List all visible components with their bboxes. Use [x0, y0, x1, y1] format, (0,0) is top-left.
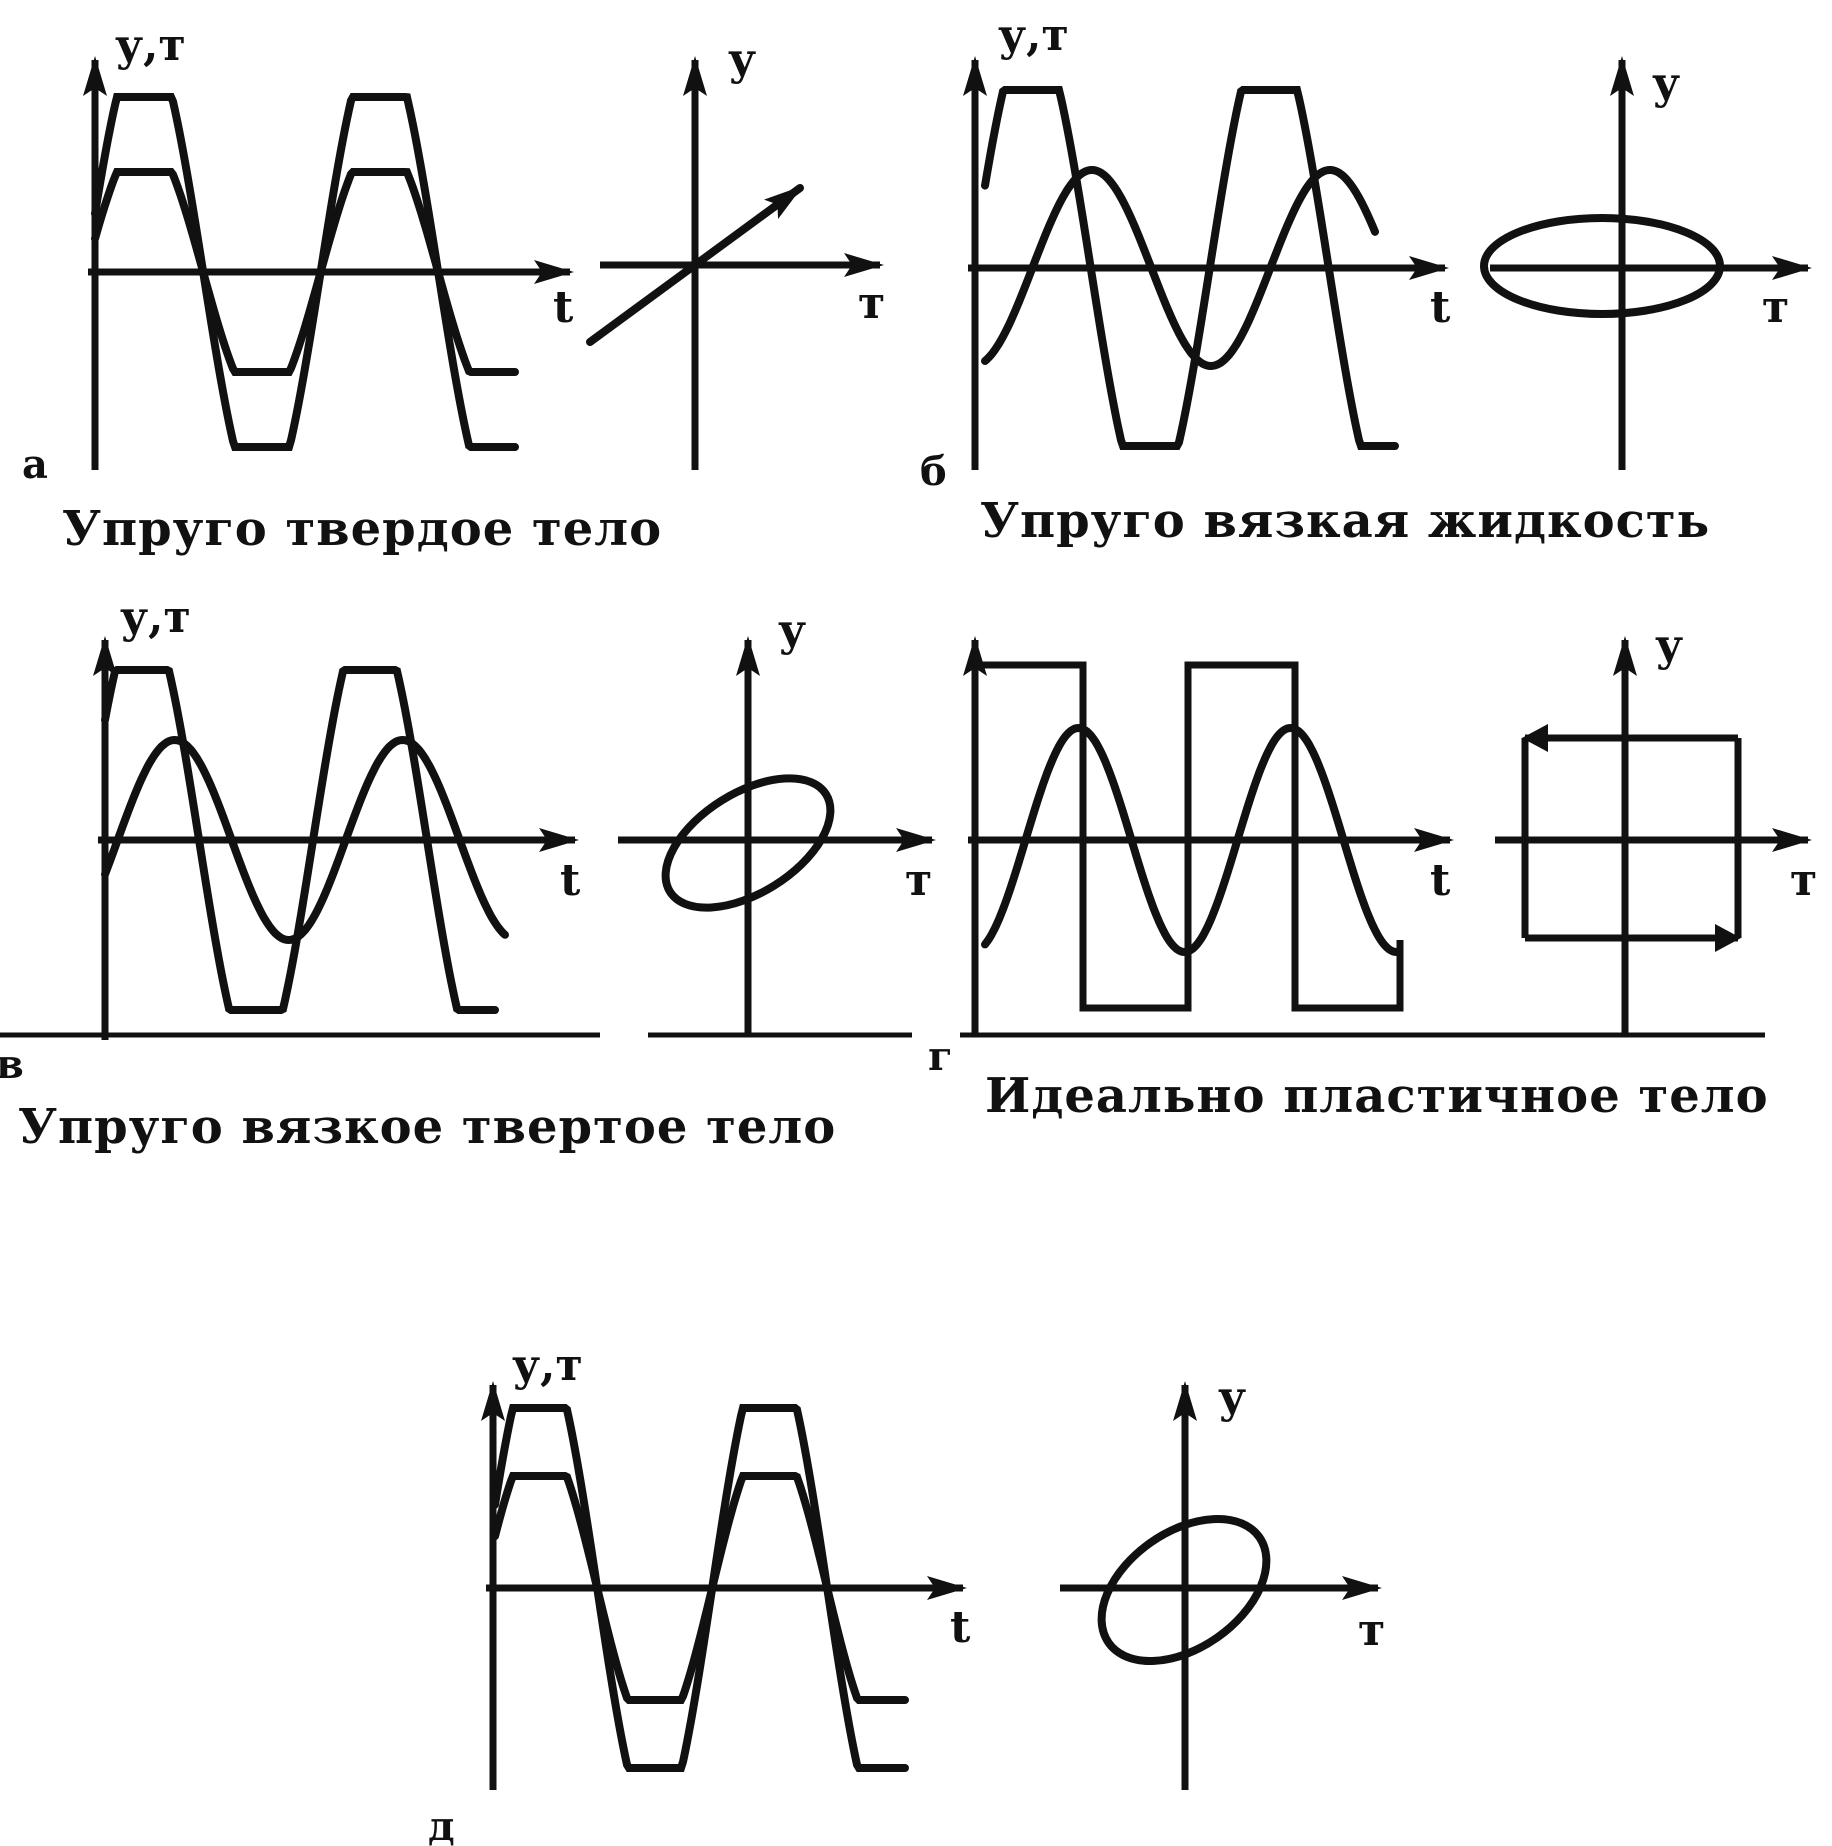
panel-g-caption: Идеально пластичное тело: [985, 1068, 1769, 1124]
panel-v-loop-plot: у т: [618, 605, 936, 1038]
panel-g-time-plot: t г: [928, 636, 1765, 1080]
panel-b-loop-plot: у т: [1480, 56, 1812, 470]
stress-curve: [91, 168, 519, 376]
panel-a-time-plot: у,т t а: [22, 20, 574, 488]
time-axis-y-label: у,т: [512, 1340, 583, 1391]
panel-letter: б: [920, 448, 947, 495]
panel-letter: а: [22, 441, 48, 488]
panel-d-time-plot: у,т t д: [428, 1340, 971, 1846]
stress-curve: [101, 735, 509, 945]
loop-axis-x-label: т: [1762, 282, 1789, 333]
panel-b: у,т t б у т Упруго вязкая жидкость: [920, 10, 1812, 549]
panel-d-loop-plot: у т: [1060, 1372, 1385, 1790]
time-axis-x-label: t: [560, 855, 581, 906]
hysteresis-ellipse: [1097, 1514, 1271, 1666]
plastic-loop-arrow-top: [1522, 724, 1548, 752]
loop-axis-x-label: т: [1358, 1605, 1385, 1656]
strain-curve: [101, 666, 499, 1014]
loop-axis-y-label: у: [1655, 620, 1683, 671]
loop-axis-x-label: т: [1790, 855, 1817, 906]
strain-curve: [491, 1404, 909, 1772]
panel-a-loop-plot: у т: [586, 34, 885, 470]
loop-axis-y-label: у: [1218, 1372, 1246, 1423]
panel-v: у,т t в у т Упруго вязкое твертое тело: [0, 592, 936, 1155]
loop-axis-y-label: у: [728, 34, 756, 85]
panel-a: у,т t а у т Упруго твердое тело: [22, 20, 885, 557]
panel-v-time-plot: у,т t в: [0, 592, 600, 1088]
hysteresis-ellipse: [1480, 214, 1724, 318]
elastic-line: [586, 184, 804, 346]
time-axis-y-label: у,т: [115, 20, 186, 71]
strain-curve: [981, 723, 1403, 957]
loop-axis-y-label: у: [1652, 58, 1680, 109]
loop-axis-x-label: т: [858, 278, 885, 329]
panel-g-loop-plot: у т: [1495, 620, 1817, 1035]
panel-g: t г у т Идеально пластичное тело: [928, 620, 1817, 1124]
panel-b-caption: Упруго вязкая жидкость: [980, 493, 1710, 549]
loop-axis-x-label: т: [905, 855, 932, 906]
panel-d: у,т t д у т: [428, 1340, 1385, 1846]
time-axis-y-label: у,т: [998, 10, 1069, 61]
panel-a-caption: Упруго твердое тело: [62, 501, 662, 557]
panel-b-time-plot: у,т t б: [920, 10, 1451, 495]
time-axis-x-label: t: [1430, 855, 1451, 906]
panel-letter: в: [0, 1041, 24, 1088]
stress-curve: [491, 1472, 909, 1704]
time-axis-x-label: t: [1430, 282, 1451, 333]
panel-v-caption: Упруго вязкое твертое тело: [18, 1099, 836, 1155]
plastic-loop-arrow-bottom: [1715, 924, 1741, 952]
stress-curve: [981, 166, 1379, 371]
time-axis-x-label: t: [950, 1602, 971, 1653]
strain-curve: [981, 86, 1399, 450]
plastic-loop: [1521, 734, 1742, 942]
time-axis-y-label: у,т: [120, 592, 191, 643]
time-axis-x-label: t: [553, 282, 574, 333]
panel-letter: г: [928, 1033, 953, 1080]
panel-letter: д: [428, 1803, 455, 1846]
hysteresis-ellipse: [661, 774, 835, 912]
loop-axis-y-label: у: [778, 605, 806, 656]
stress-square-wave: [975, 661, 1404, 1012]
strain-curve: [91, 93, 519, 451]
